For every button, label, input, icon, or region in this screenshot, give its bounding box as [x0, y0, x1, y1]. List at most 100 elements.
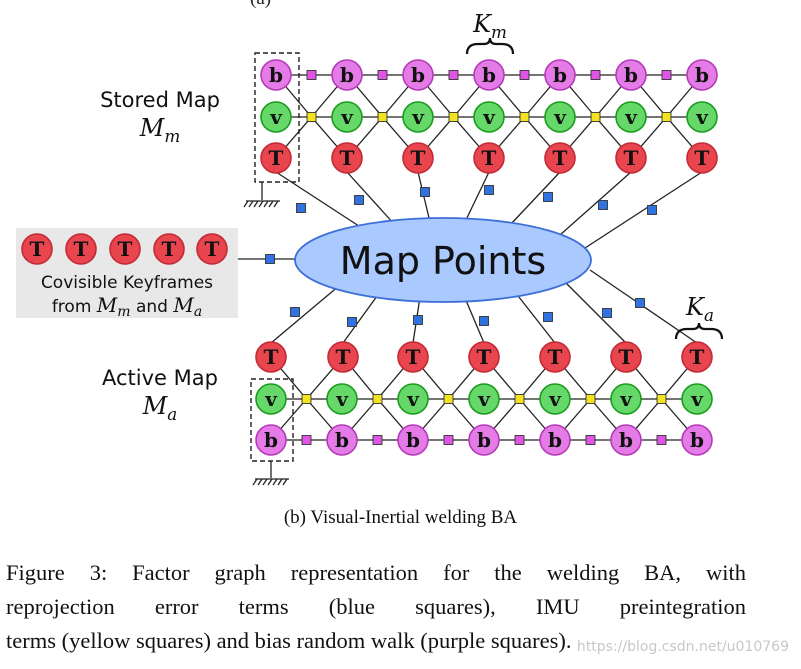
- stored-pose-node-4: T: [544, 142, 576, 174]
- stored-pose-node-0-circle: [260, 142, 292, 174]
- active-bias-factor: [514, 435, 525, 445]
- stored-bias-node-4: b: [544, 59, 576, 91]
- active-ground-hatch: [262, 478, 268, 486]
- active-velocity-node-6: v: [681, 383, 713, 415]
- stored-bias-node-0: b: [260, 59, 292, 91]
- active-velocity-node-0: v: [255, 383, 287, 415]
- active-pose-node-2-circle: [397, 341, 429, 373]
- active-pose-node-3-label: T: [477, 345, 492, 369]
- active-bias-factor: [443, 435, 454, 445]
- stored-bias-node-0-circle: [260, 59, 292, 91]
- stored-bias-node-3-label: b: [482, 63, 496, 87]
- active-pose-node-6-label: T: [690, 345, 705, 369]
- active-pose-node-0-circle: [255, 341, 287, 373]
- active-bias-node-4-circle: [539, 424, 571, 456]
- covisible-reprojection-factor: [265, 254, 275, 264]
- active-ground-hatch: [272, 478, 278, 486]
- stored-pose-node-4-label: T: [553, 146, 568, 170]
- active-velocity-node-3-circle: [468, 383, 500, 415]
- active-pose-node-2-label: T: [406, 345, 421, 369]
- active-velocity-node-2: v: [397, 383, 429, 415]
- active-velocity-node-0-label: v: [264, 387, 278, 411]
- stored-imu-factor: [306, 112, 317, 122]
- active-pose-node-4: T: [539, 341, 571, 373]
- active-bias-factor: [585, 435, 596, 445]
- stored-velocity-node-4-circle: [544, 101, 576, 133]
- active-bias-factor: [372, 435, 383, 445]
- stored-ground-hatch: [243, 200, 249, 208]
- stored-bias-node-5-circle: [615, 59, 647, 91]
- stored-map-label: Stored Map: [100, 88, 220, 112]
- active-velocity-node-4-circle: [539, 383, 571, 415]
- active-bias-node-2-label: b: [406, 428, 420, 452]
- stored-velocity-node-5-label: v: [624, 105, 638, 129]
- active-velocity-node-1-circle: [326, 383, 358, 415]
- stored-pose-node-6-circle: [686, 142, 718, 174]
- stored-velocity-node-4: v: [544, 101, 576, 133]
- active-bias-node-3-label: b: [477, 428, 491, 452]
- active-bias-node-0-label: b: [264, 428, 278, 452]
- stored-reprojection-edge: [346, 171, 396, 226]
- stored-pose-node-3-label: T: [482, 146, 497, 170]
- active-pose-node-6-circle: [681, 341, 713, 373]
- active-bias-node-6-label: b: [690, 428, 704, 452]
- active-bias-node-1-circle: [326, 424, 358, 456]
- covisible-pose-node-0-label: T: [30, 237, 45, 261]
- stored-reprojection-edge: [584, 171, 703, 249]
- active-pose-node-0-label: T: [264, 345, 279, 369]
- active-velocity-node-5: v: [610, 383, 642, 415]
- active-velocity-node-2-circle: [397, 383, 429, 415]
- stored-bias-factor: [377, 70, 388, 80]
- active-velocity-node-5-circle: [610, 383, 642, 415]
- active-pose-node-4-label: T: [548, 345, 563, 369]
- stored-bias-node-6: b: [686, 59, 718, 91]
- active-velocity-node-6-label: v: [690, 387, 704, 411]
- active-imu-factor: [514, 394, 525, 404]
- previous-subcaption-cut: (a): [250, 0, 271, 10]
- stored-bias-node-6-label: b: [695, 63, 709, 87]
- active-ground-hatch: [277, 478, 283, 486]
- active-ground-hatch: [267, 478, 273, 486]
- stored-keyframe-bracket: [465, 37, 515, 55]
- active-reprojection-edge: [564, 281, 627, 344]
- active-velocity-node-0-circle: [255, 383, 287, 415]
- active-imu-factor: [443, 394, 454, 404]
- covisible-pose-node-2-label: T: [118, 237, 133, 261]
- figure-caption-line-1: Figure 3: Factor graph representation fo…: [6, 560, 746, 585]
- active-bias-node-4: b: [539, 424, 571, 456]
- stored-reprojection-factor: [420, 187, 430, 197]
- active-imu-factor: [372, 394, 383, 404]
- active-bias-factor: [656, 435, 667, 445]
- figure-caption-line-2: reprojection error terms (blue squares),…: [6, 594, 746, 619]
- covisible-label-line2: from Mm and Ma: [52, 293, 202, 320]
- stored-reprojection-factor: [296, 203, 306, 213]
- active-bias-node-5-circle: [610, 424, 642, 456]
- stored-bias-node-6-circle: [686, 59, 718, 91]
- stored-ground-hatch: [273, 200, 279, 208]
- stored-bias-factor: [519, 70, 530, 80]
- stored-velocity-node-3-label: v: [482, 105, 496, 129]
- active-pose-node-4-circle: [539, 341, 571, 373]
- covisible-pose-node-1-circle: [65, 233, 97, 265]
- active-velocity-node-1-label: v: [335, 387, 349, 411]
- stored-ground-hatch: [248, 200, 254, 208]
- covisible-pose-node-3-circle: [153, 233, 185, 265]
- active-reprojection-edge: [342, 291, 381, 344]
- stored-velocity-node-1: v: [331, 101, 363, 133]
- stored-reprojection-edge: [275, 171, 366, 231]
- active-imu-factor: [585, 394, 596, 404]
- stored-pose-node-3: T: [473, 142, 505, 174]
- stored-reprojection-edge: [559, 171, 632, 236]
- active-pose-node-3-circle: [468, 341, 500, 373]
- active-reprojection-factor: [543, 312, 553, 322]
- figure-caption-line-3: terms (yellow squares) and bias random w…: [6, 628, 572, 653]
- active-bias-node-4-label: b: [548, 428, 562, 452]
- stored-velocity-node-2-label: v: [411, 105, 425, 129]
- active-keyframe-symbol: Ka: [685, 293, 714, 325]
- stored-bias-node-0-label: b: [269, 63, 283, 87]
- active-bias-node-6-circle: [681, 424, 713, 456]
- stored-velocity-node-1-label: v: [340, 105, 354, 129]
- active-pose-node-5-label: T: [619, 345, 634, 369]
